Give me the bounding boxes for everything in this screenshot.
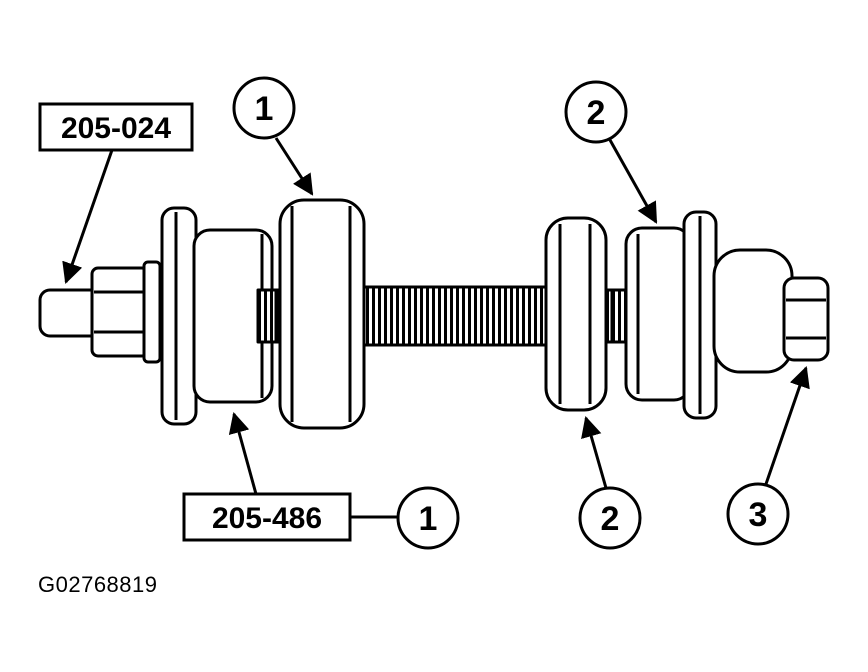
figure-id: G02768819: [38, 572, 158, 597]
receiver-cup-205-486: [192, 228, 278, 404]
tool-label-205-024: 205-024: [38, 102, 194, 152]
leader-205-024: [62, 149, 114, 284]
leader-2-bottom: [581, 415, 608, 489]
leader-3: [764, 366, 810, 485]
svg-text:2: 2: [601, 500, 620, 538]
leader-2-top: [608, 139, 658, 224]
leader-1-top: [274, 137, 314, 196]
leader-205-486: [228, 411, 258, 495]
callout-1-bottom: 1: [396, 486, 460, 550]
svg-text:1: 1: [419, 500, 438, 538]
svg-text:2: 2: [587, 94, 606, 132]
callout-1-top: 1: [232, 76, 296, 140]
tool-label-205-486: 205-486: [182, 492, 352, 542]
nut-head-3: [712, 248, 830, 374]
spacer-cup-1: [278, 198, 366, 430]
flange-washer-right: [682, 210, 718, 420]
hex-nut-left: [90, 260, 162, 364]
cup-2: [610, 226, 692, 402]
flange-washer-left: [160, 206, 198, 426]
svg-text:3: 3: [749, 496, 768, 534]
callout-2-top: 2: [564, 80, 628, 144]
callout-3: 3: [726, 482, 790, 546]
callout-2-bottom: 2: [578, 486, 642, 550]
svg-text:205-024: 205-024: [61, 112, 171, 145]
thin-washer-2: [544, 216, 608, 412]
svg-text:205-486: 205-486: [212, 502, 322, 535]
svg-text:1: 1: [255, 90, 274, 128]
